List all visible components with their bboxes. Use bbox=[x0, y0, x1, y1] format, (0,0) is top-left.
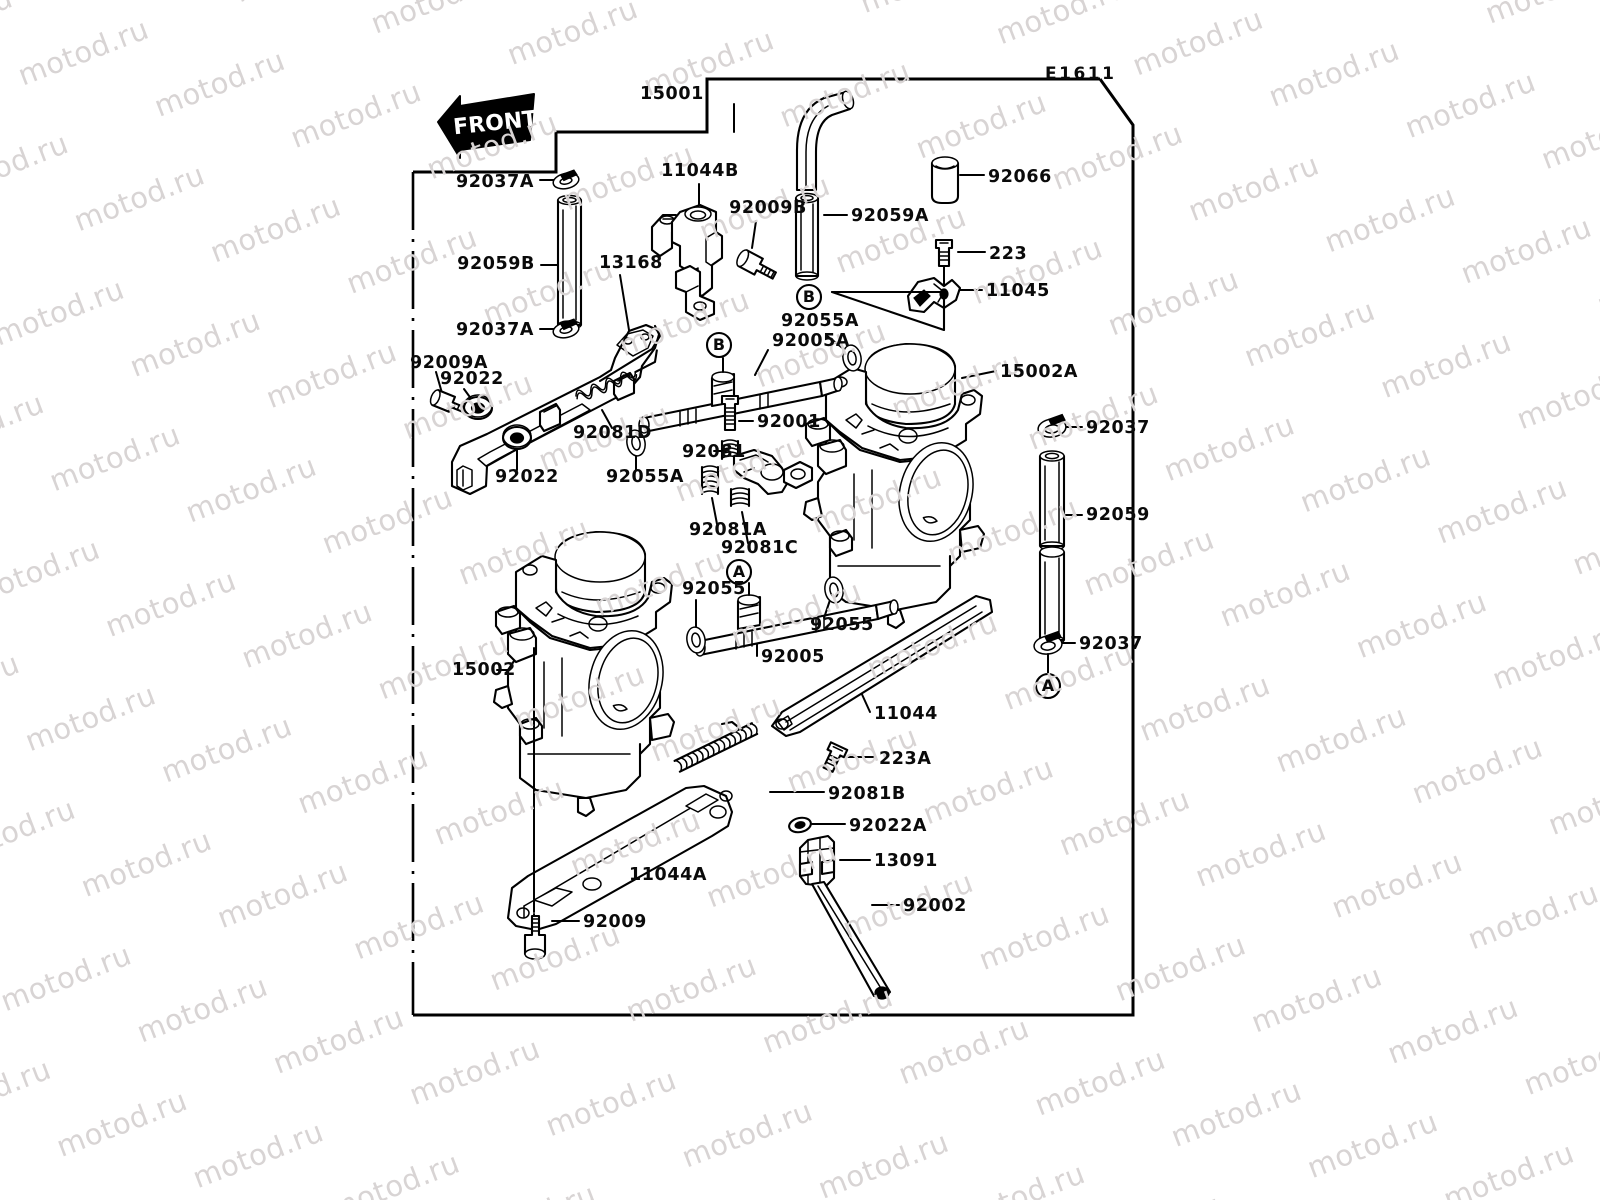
part-label-92005A[interactable]: 92005A bbox=[772, 331, 851, 351]
part-label-15002A[interactable]: 15002A bbox=[1000, 362, 1079, 382]
part-label-92022-lower[interactable]: 92022 bbox=[495, 467, 559, 487]
part-label-92022A[interactable]: 92022A bbox=[849, 816, 928, 836]
part-label-92037-upper[interactable]: 92037 bbox=[1086, 418, 1150, 438]
part-label-92059[interactable]: 92059 bbox=[1086, 505, 1150, 525]
part-label-92005[interactable]: 92005 bbox=[761, 647, 825, 667]
part-label-11044B[interactable]: 11044B bbox=[661, 161, 739, 181]
part-label-11044[interactable]: 11044 bbox=[874, 704, 938, 724]
part-label-92081C[interactable]: 92081C bbox=[721, 538, 799, 558]
front-direction-marker: FRONT bbox=[437, 93, 538, 159]
part-label-92081B[interactable]: 92081B bbox=[828, 784, 906, 804]
part-label-92002[interactable]: 92002 bbox=[903, 896, 967, 916]
part-label-92081A[interactable]: 92081A bbox=[689, 520, 768, 540]
part-label-92037A-bot[interactable]: 92037A bbox=[455, 320, 534, 340]
part-label-223A[interactable]: 223A bbox=[879, 749, 932, 769]
part-label-15002[interactable]: 15002 bbox=[452, 660, 516, 680]
part-label-223[interactable]: 223 bbox=[989, 244, 1028, 264]
diagram-code: E1611 bbox=[1045, 64, 1117, 84]
part-label-92009[interactable]: 92009 bbox=[583, 912, 647, 932]
part-label-92055-left[interactable]: 92055 bbox=[682, 579, 746, 599]
reference-marker-b-0: B bbox=[802, 287, 816, 306]
part-label-92001[interactable]: 92001 bbox=[757, 412, 821, 432]
part-label-92037A-top[interactable]: 92037A bbox=[455, 172, 534, 192]
part-label-92059B[interactable]: 92059B bbox=[457, 254, 535, 274]
part-label-92009B[interactable]: 92009B bbox=[729, 198, 807, 218]
part-label-13168[interactable]: 13168 bbox=[599, 253, 663, 273]
part-label-11045[interactable]: 11045 bbox=[986, 281, 1050, 301]
reference-marker-a-3: A bbox=[1041, 676, 1055, 695]
part-label-13091[interactable]: 13091 bbox=[874, 851, 938, 871]
reference-marker-a-2: A bbox=[732, 562, 746, 581]
part-label-92055A-bot[interactable]: 92055A bbox=[606, 467, 685, 487]
part-label-15001[interactable]: 15001 bbox=[640, 84, 704, 104]
part-label-92066[interactable]: 92066 bbox=[988, 167, 1052, 187]
part-label-92081D[interactable]: 92081D bbox=[573, 423, 653, 443]
part-label-92081[interactable]: 92081 bbox=[682, 442, 746, 462]
part-label-11044A[interactable]: 11044A bbox=[629, 865, 708, 885]
reference-marker-b-1: B bbox=[712, 335, 726, 354]
part-label-92037-lower[interactable]: 92037 bbox=[1079, 634, 1143, 654]
part-label-92022-upper[interactable]: 92022 bbox=[440, 369, 504, 389]
part-label-92055A-top[interactable]: 92055A bbox=[780, 311, 860, 331]
part-label-92055-right[interactable]: 92055 bbox=[810, 615, 874, 635]
part-label-92009A[interactable]: 92009A bbox=[410, 353, 489, 373]
part-label-92059A[interactable]: 92059A bbox=[851, 206, 930, 226]
